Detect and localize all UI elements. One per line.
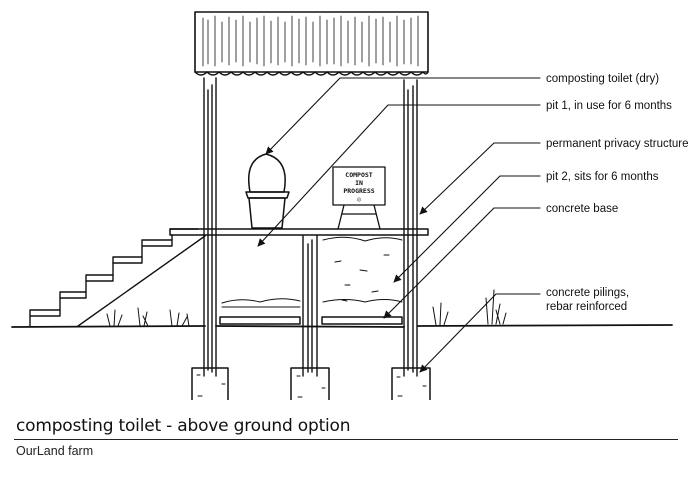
compost-sign-text: COMPOST IN PROGRESS ☺: [343, 171, 374, 204]
concrete-pilings: [191, 367, 431, 400]
compost-sign: [332, 166, 386, 230]
label-pit-1: pit 1, in use for 6 months: [546, 100, 672, 112]
concrete-base: [169, 228, 429, 325]
privacy-structure-posts: [203, 77, 418, 377]
composting-toilet-diagram: COMPOST IN PROGRESS ☺ composting toilet …: [11, 11, 688, 400]
leader-lines: [257, 77, 541, 373]
sign-line-1: COMPOST: [345, 171, 372, 179]
stairs: [29, 228, 206, 327]
label-concrete-pilings-line2: rebar reinforced: [546, 301, 627, 313]
pit-contents: [221, 236, 403, 308]
label-concrete-pilings: concrete pilings,: [546, 287, 629, 299]
ground-line: [11, 324, 673, 328]
label-pit-2: pit 2, sits for 6 months: [546, 171, 659, 183]
label-concrete-base: concrete base: [546, 203, 618, 215]
figure-subtitle: OurLand farm: [16, 444, 94, 458]
sign-line-3: PROGRESS: [343, 187, 374, 195]
corrugated-roof: [194, 11, 429, 76]
figure-title: composting toilet - above ground option: [16, 416, 351, 436]
label-privacy-structure: permanent privacy structure: [546, 138, 688, 150]
sign-line-2: IN: [355, 179, 363, 187]
label-composting-toilet: composting toilet (dry): [546, 73, 659, 85]
title-divider: [14, 439, 678, 440]
sign-line-4: ☺: [357, 196, 361, 204]
toilet: [245, 153, 290, 229]
callout-labels: composting toilet (dry) pit 1, in use fo…: [546, 73, 688, 313]
grass-tufts: [106, 289, 507, 327]
